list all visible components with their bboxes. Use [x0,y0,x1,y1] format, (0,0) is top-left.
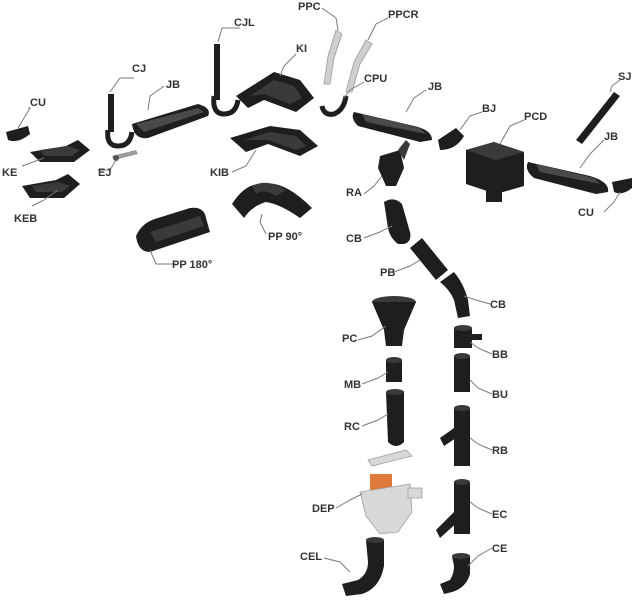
label-pb: PB [380,267,395,279]
label-pc: PC [342,333,357,345]
label-ra: RA [346,187,362,199]
label-ej: EJ [98,167,111,179]
part-labels: CU KE KEB CJ EJ JB CJL KI KIB PPC PPCR C… [2,1,631,563]
part-jb-left [132,104,209,139]
label-cb-upper: CB [346,233,362,245]
label-cjl: CJL [234,17,255,29]
label-jb-center: JB [428,81,442,93]
part-ej [112,150,138,161]
label-rb: RB [492,445,508,457]
part-ke [30,140,90,162]
part-pp90 [232,182,312,218]
label-ppc: PPC [298,1,321,13]
part-ra [378,140,410,186]
part-pp180 [136,207,210,252]
label-cj: CJ [132,63,146,75]
label-ke: KE [2,167,17,179]
part-kib [230,126,318,156]
part-dep [359,449,423,535]
label-pcd: PCD [524,111,547,123]
part-keb [22,174,80,198]
part-ce [440,553,470,594]
label-jb-left: JB [166,79,180,91]
part-ec [436,479,470,538]
label-jb-right: JB [604,131,618,143]
part-cjl [211,44,241,117]
label-ce: CE [492,543,507,555]
label-pp90: PP 90° [268,231,302,243]
part-ppcr [345,39,373,93]
label-bb: BB [492,349,508,361]
part-cb-upper [384,199,411,244]
part-jb-center [352,112,432,142]
label-pp180: PP 180° [172,259,212,271]
label-kib: KIB [210,167,229,179]
label-sj: SJ [618,71,631,83]
label-ki: KI [296,43,307,55]
label-rc: RC [344,421,360,433]
label-ppcr: PPCR [388,9,419,21]
part-jb-right [526,162,609,194]
part-mb [386,357,402,382]
part-bj [438,128,464,150]
part-cj [105,94,135,149]
label-keb: KEB [14,213,37,225]
part-cu-left [6,126,30,142]
label-mb: MB [344,379,361,391]
label-cpu: CPU [364,73,387,85]
part-pc [372,296,416,346]
part-cb-lower [440,272,470,318]
leader-lines [17,7,621,573]
part-sj [576,92,620,144]
label-dep: DEP [312,503,335,515]
part-cpu [319,95,349,117]
part-pb [410,238,448,280]
label-bj: BJ [482,103,496,115]
part-bb [454,325,482,348]
label-cu-right: CU [578,207,594,219]
part-cel [342,537,384,596]
part-cu-right [612,178,632,194]
label-cel: CEL [300,551,322,563]
part-ki [236,72,314,112]
part-bu [454,353,470,392]
label-ec: EC [492,509,507,521]
label-cu-left: CU [30,97,46,109]
part-rc [386,389,404,446]
part-ppc [323,29,343,85]
part-pcd [466,142,524,202]
label-bu: BU [492,389,508,401]
part-rb [440,405,470,466]
label-cb-lower: CB [490,299,506,311]
